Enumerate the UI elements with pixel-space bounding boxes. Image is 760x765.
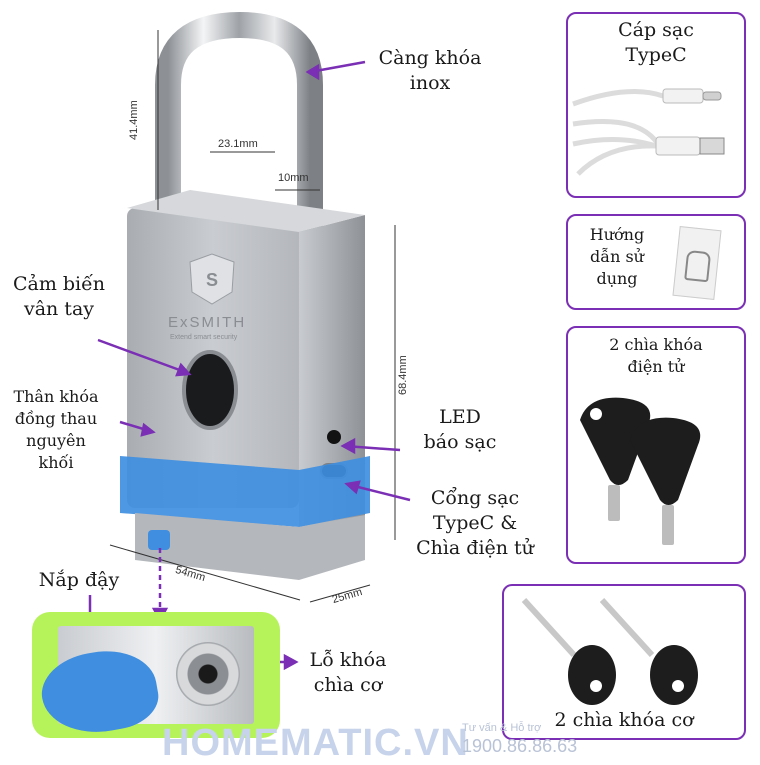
watermark-phone: 1900.86.86.63: [462, 736, 578, 756]
fingerprint-sensor: [182, 350, 238, 430]
padlock-drawing: S: [120, 11, 370, 580]
shield-logo: [189, 253, 235, 305]
blue-cover-tab: [148, 530, 170, 550]
watermark-site: HOMEMATIC.VN: [162, 722, 469, 764]
dim-shackle-diameter: 10mm: [278, 172, 309, 184]
dim-shackle-height: 41.4mm: [128, 100, 140, 140]
accessory-mechanical-keys-box: 2 chìa khóa cơ: [502, 584, 746, 740]
shackle: [155, 11, 323, 235]
padlock-illustration: S: [81, 11, 411, 671]
blue-band: [120, 456, 370, 527]
dim-shackle-inner-width: 23.1mm: [218, 138, 258, 150]
keyhole-detail-panel: [32, 612, 280, 742]
mechanical-keys-icon: [521, 597, 698, 705]
svg-text:S: S: [206, 270, 218, 290]
accessory-mechanical-keys-label: 2 chìa khóa cơ: [554, 709, 694, 731]
brand-name: ExSMITH: [168, 314, 247, 331]
mechanical-keyhole: [176, 642, 240, 706]
dim-body-height: 68.4mm: [397, 355, 409, 395]
callout-cover: Nắp đậy: [38, 569, 120, 591]
led-indicator: [327, 430, 341, 444]
brand-tagline: Extend smart security: [170, 334, 238, 341]
manual-booklet-icon: [672, 225, 722, 301]
electronic-keys-icon: [580, 397, 701, 545]
type-c-cable-icon: [572, 88, 725, 176]
watermark-consult: Tư vấn & Hỗ trợ: [462, 722, 542, 734]
